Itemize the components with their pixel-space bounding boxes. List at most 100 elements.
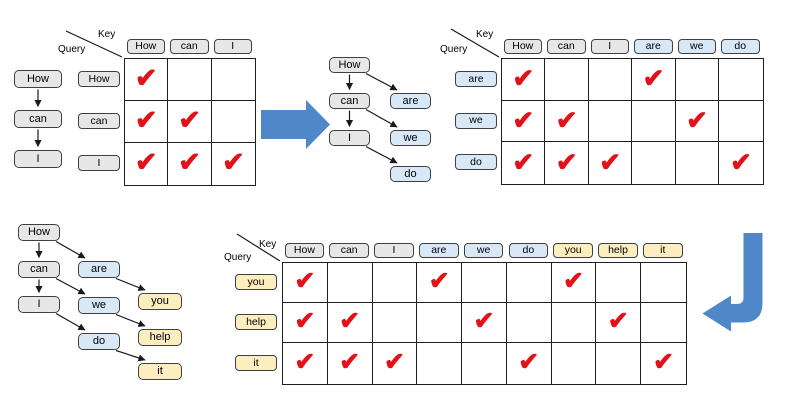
check-icon: ✔ <box>512 104 535 135</box>
mask-cell <box>372 263 418 304</box>
token-edge-arrow <box>115 349 146 362</box>
check-icon: ✔ <box>599 146 622 177</box>
col-header-help: help <box>598 243 638 258</box>
check-icon: ✔ <box>730 146 752 177</box>
check-icon: ✔ <box>555 146 578 177</box>
token-are: are <box>78 261 120 278</box>
token-i: I <box>18 296 60 313</box>
token-edge-arrow <box>365 108 398 128</box>
col-header-i: I <box>374 243 414 258</box>
row-header-how: How <box>78 71 120 87</box>
token-we: we <box>78 297 120 314</box>
check-icon: ✔ <box>607 307 629 336</box>
check-icon: ✔ <box>222 147 245 178</box>
token-you: you <box>138 293 182 310</box>
check-icon: ✔ <box>512 146 535 177</box>
attention-mask-6col-grid: ✔✔✔✔✔✔✔✔✔ <box>501 58 764 185</box>
check-icon: ✔ <box>178 147 201 178</box>
mask-cell <box>462 343 507 384</box>
mask-cell <box>675 59 720 101</box>
mask-cell: ✔ <box>507 343 552 384</box>
col-header-we: we <box>463 243 504 258</box>
mask-cell: ✔ <box>328 343 373 384</box>
token-how: How <box>329 57 370 73</box>
mask-cell <box>211 101 256 143</box>
check-icon: ✔ <box>294 267 316 296</box>
mask-cell <box>417 343 463 384</box>
key-label: Key <box>476 29 494 40</box>
token-i: I <box>329 130 370 146</box>
mask-cell: ✔ <box>283 303 328 344</box>
mask-cell <box>719 59 763 101</box>
mask-cell <box>641 263 686 304</box>
mask-cell: ✔ <box>125 100 169 143</box>
row-header-you: you <box>235 274 277 291</box>
mask-cell <box>506 303 552 344</box>
mask-cell: ✔ <box>168 100 212 143</box>
mask-cell: ✔ <box>545 142 589 184</box>
check-icon: ✔ <box>473 307 495 336</box>
attention-mask-9col-grid: ✔✔✔✔✔✔✔✔✔✔✔✔ <box>282 262 687 385</box>
attention-mask-3x3-grid: ✔✔✔✔✔✔ <box>124 58 257 186</box>
query-label: Query <box>224 252 252 263</box>
check-icon: ✔ <box>428 267 450 296</box>
token-edge-arrow <box>115 277 146 291</box>
mask-cell: ✔ <box>551 263 597 304</box>
check-icon: ✔ <box>686 104 708 135</box>
mask-cell <box>372 303 418 344</box>
mask-cell: ✔ <box>502 59 546 101</box>
token-edge-arrow <box>365 72 398 91</box>
mask-cell <box>632 142 676 184</box>
mask-cell <box>588 59 633 101</box>
mask-cell <box>417 303 463 344</box>
col-header-do: do <box>721 39 760 54</box>
mask-cell <box>551 303 597 344</box>
check-icon: ✔ <box>518 347 540 376</box>
token-can: can <box>329 93 370 109</box>
token-we: we <box>390 130 431 146</box>
key-label: Key <box>259 239 277 250</box>
token-edge-arrow <box>55 277 86 295</box>
check-icon: ✔ <box>294 347 316 376</box>
query-label: Query <box>58 44 86 55</box>
token-do: do <box>390 166 431 182</box>
col-header-i: I <box>590 39 629 54</box>
col-header-i: I <box>213 39 252 54</box>
check-icon: ✔ <box>512 63 535 94</box>
row-header-can: can <box>78 113 120 129</box>
col-header-are: are <box>418 243 459 258</box>
token-do: do <box>78 333 120 350</box>
mask-cell: ✔ <box>632 59 676 101</box>
check-icon: ✔ <box>339 347 361 376</box>
mask-cell <box>588 100 633 143</box>
check-icon: ✔ <box>383 347 405 376</box>
mask-cell <box>719 101 763 143</box>
check-icon: ✔ <box>134 62 158 93</box>
token-can: can <box>14 110 62 128</box>
token-i: I <box>14 150 62 168</box>
mask-cell: ✔ <box>589 142 633 184</box>
row-header-help: help <box>235 314 277 331</box>
mask-cell: ✔ <box>212 143 255 185</box>
check-icon: ✔ <box>134 147 158 178</box>
token-are: are <box>390 93 431 109</box>
mask-cell: ✔ <box>283 343 328 384</box>
token-edge-arrow <box>365 145 398 164</box>
mask-cell <box>676 142 720 184</box>
flow-arrow-down-left-icon <box>702 233 763 332</box>
token-edge-arrow <box>115 313 146 327</box>
row-header-are: are <box>455 70 497 87</box>
token-help: help <box>138 329 182 346</box>
token-can: can <box>18 261 60 278</box>
row-header-we: we <box>455 112 497 129</box>
token-edge-arrow <box>55 312 86 331</box>
mask-cell: ✔ <box>283 263 328 304</box>
mask-cell <box>211 59 256 101</box>
row-header-i: I <box>78 155 120 171</box>
flow-arrow-right-icon <box>261 100 330 149</box>
mask-cell: ✔ <box>596 303 642 344</box>
mask-cell: ✔ <box>417 263 463 304</box>
mask-cell <box>545 59 589 101</box>
col-header-can: can <box>329 243 370 258</box>
